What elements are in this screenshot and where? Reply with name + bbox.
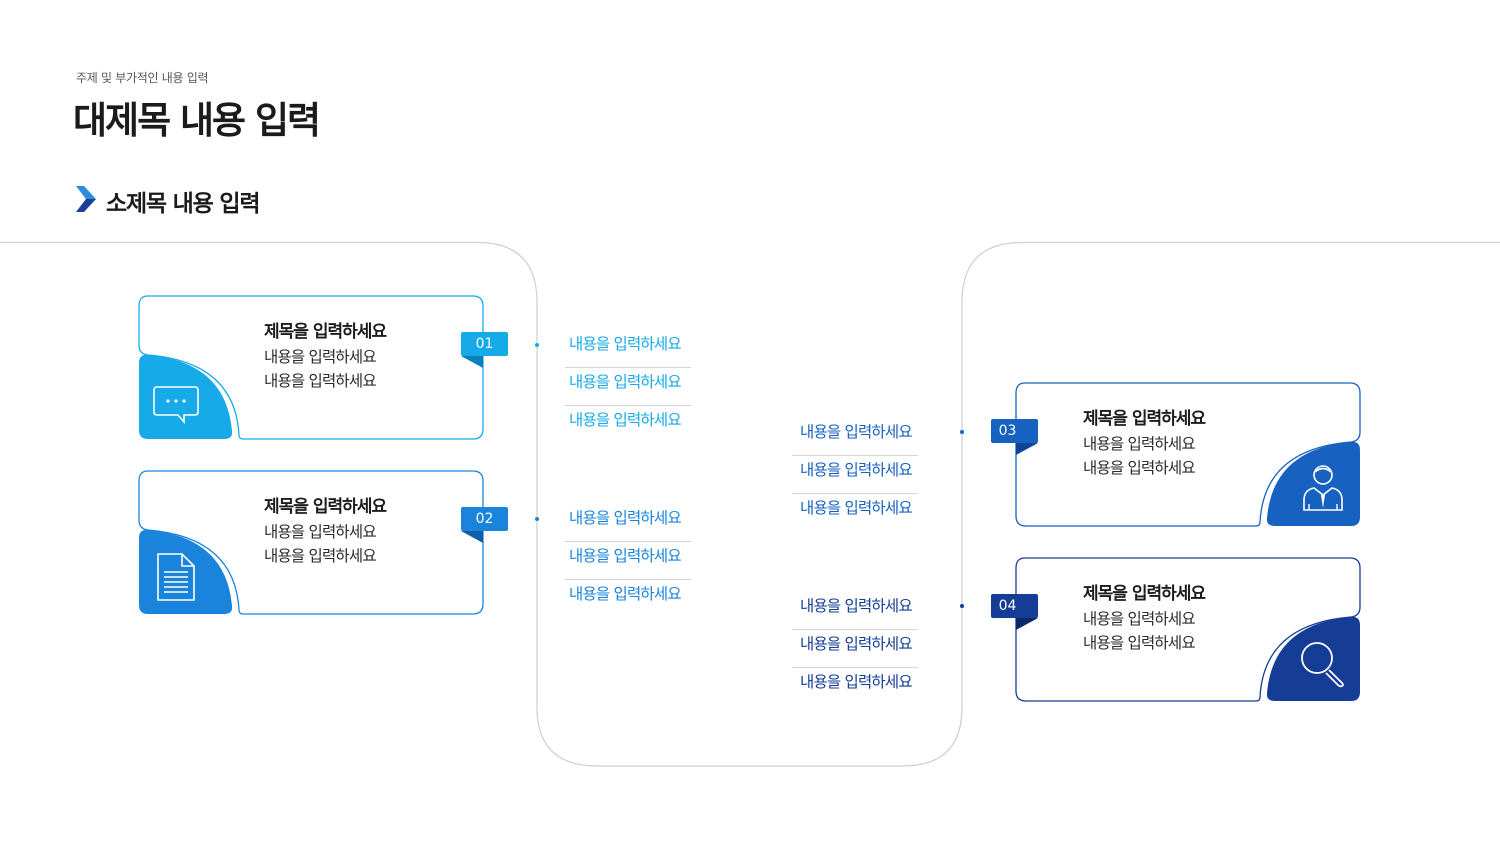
- list-01-item-1: 내용을 입력하세요: [565, 330, 691, 368]
- chat-bubble-icon: [153, 386, 199, 425]
- connector-dot-03: [960, 430, 964, 434]
- card-02: 제목을 입력하세요 내용을 입력하세요 내용을 입력하세요: [138, 470, 490, 626]
- card-04-line-2: 내용을 입력하세요: [1083, 634, 1196, 652]
- list-01-item-3: 내용을 입력하세요: [569, 411, 682, 429]
- number-tag-03: 03: [991, 419, 1043, 463]
- list-04: 내용을 입력하세요 내용을 입력하세요 내용을 입력하세요: [792, 592, 918, 706]
- list-01: 내용을 입력하세요 내용을 입력하세요 내용을 입력하세요: [565, 330, 691, 444]
- card-04: 제목을 입력하세요 내용을 입력하세요 내용을 입력하세요: [1015, 557, 1367, 713]
- connector-dot-02: [535, 517, 539, 521]
- card-02-title: 제목을 입력하세요: [264, 497, 387, 517]
- card-03-line-1: 내용을 입력하세요: [1083, 435, 1196, 453]
- tag-01-number: 01: [475, 336, 494, 352]
- list-03-item-3: 내용을 입력하세요: [800, 499, 913, 517]
- number-tag-02: 02: [461, 507, 513, 551]
- list-02-item-2: 내용을 입력하세요: [565, 542, 691, 580]
- list-03-item-2: 내용을 입력하세요: [792, 456, 918, 494]
- card-01-line-1: 내용을 입력하세요: [264, 348, 377, 366]
- list-04-item-1: 내용을 입력하세요: [792, 592, 918, 630]
- card-04-line-1: 내용을 입력하세요: [1083, 610, 1196, 628]
- card-04-title: 제목을 입력하세요: [1083, 584, 1206, 604]
- section-title: 소제목 내용 입력: [106, 191, 261, 217]
- tag-04-number: 04: [998, 598, 1017, 614]
- card-01-shape: [138, 295, 484, 440]
- connector-dot-04: [960, 604, 964, 608]
- magnifier-icon: [1301, 642, 1344, 688]
- tag-03-shape: [991, 419, 1038, 455]
- card-01: 제목을 입력하세요 내용을 입력하세요 내용을 입력하세요: [138, 295, 490, 451]
- list-04-item-3: 내용을 입력하세요: [800, 673, 913, 691]
- list-02: 내용을 입력하세요 내용을 입력하세요 내용을 입력하세요: [565, 504, 691, 618]
- list-04-item-2: 내용을 입력하세요: [792, 630, 918, 668]
- list-01-item-2: 내용을 입력하세요: [565, 368, 691, 406]
- card-03-line-2: 내용을 입력하세요: [1083, 459, 1196, 477]
- card-03-title: 제목을 입력하세요: [1083, 409, 1206, 429]
- card-02-line-1: 내용을 입력하세요: [264, 523, 377, 541]
- tag-02-number: 02: [475, 511, 494, 527]
- number-tag-04: 04: [991, 594, 1043, 638]
- list-03-item-1: 내용을 입력하세요: [792, 418, 918, 456]
- connector-dot-01: [535, 343, 539, 347]
- card-01-line-2: 내용을 입력하세요: [264, 372, 377, 390]
- page-title: 대제목 내용 입력: [73, 99, 321, 142]
- tag-01-shape: [461, 332, 508, 368]
- tag-02-shape: [461, 507, 508, 543]
- chevron-right-icon: [76, 186, 96, 212]
- businessman-icon: [1303, 465, 1343, 511]
- card-03: 제목을 입력하세요 내용을 입력하세요 내용을 입력하세요: [1015, 382, 1367, 538]
- subject-text: 주제 및 부가적인 내용 입력: [76, 71, 209, 85]
- card-04-shape: [1015, 557, 1361, 702]
- card-01-title: 제목을 입력하세요: [264, 322, 387, 342]
- list-02-item-1: 내용을 입력하세요: [565, 504, 691, 542]
- number-tag-01: 01: [461, 332, 513, 376]
- card-02-line-2: 내용을 입력하세요: [264, 547, 377, 565]
- tag-03-number: 03: [998, 423, 1017, 439]
- document-icon: [157, 553, 195, 601]
- list-02-item-3: 내용을 입력하세요: [569, 585, 682, 603]
- tag-04-shape: [991, 594, 1038, 630]
- list-03: 내용을 입력하세요 내용을 입력하세요 내용을 입력하세요: [792, 418, 918, 532]
